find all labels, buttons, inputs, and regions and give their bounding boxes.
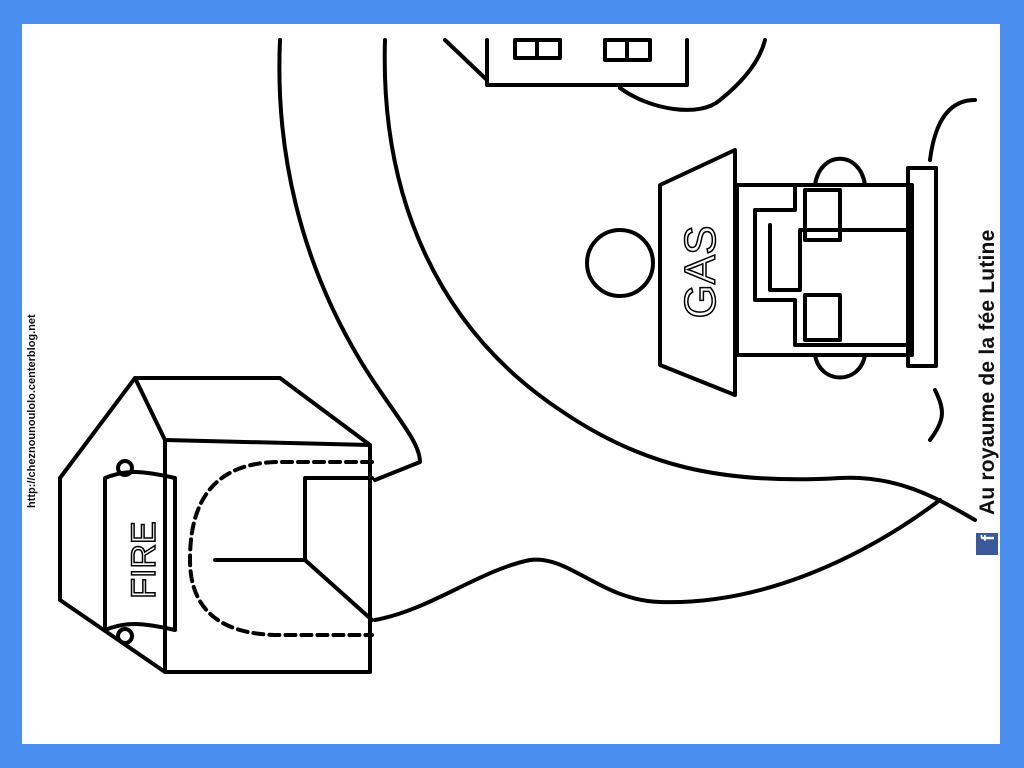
gas-sign-text: GAS [676, 226, 725, 319]
website-url[interactable]: http://cheznounoulolo.centerblog.net [26, 314, 38, 508]
coloring-page [22, 24, 1000, 744]
credit-text: Au royaume de la fée Lutine [976, 229, 999, 515]
facebook-icon[interactable]: f [976, 533, 998, 555]
house [443, 38, 767, 112]
gas-station [585, 148, 938, 397]
fire-station [58, 376, 374, 674]
fire-sign-text: FIRE [125, 521, 163, 598]
road [277, 38, 977, 622]
